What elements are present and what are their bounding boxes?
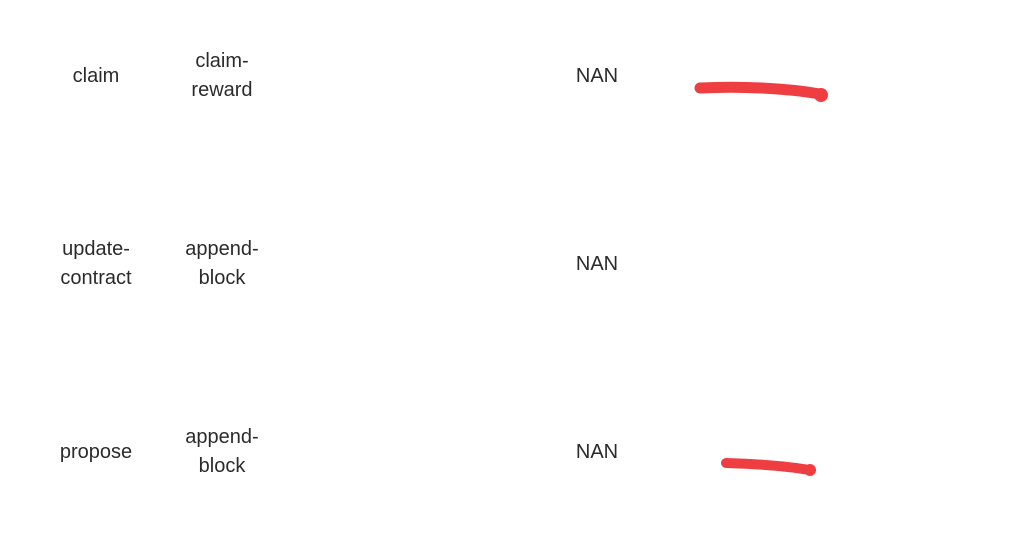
value-text: NAN <box>575 252 619 275</box>
action-text: claim <box>72 64 120 87</box>
type-text: reward <box>191 79 253 101</box>
table-row: update- contract append- block NAN <box>0 214 1024 314</box>
value-text: NAN <box>575 440 619 463</box>
value-cell: NAN <box>540 214 654 314</box>
type-text: claim- <box>195 50 249 72</box>
table-row: propose append- block NAN <box>0 402 1024 502</box>
redaction-mark <box>694 81 828 102</box>
type-text: block <box>198 267 246 289</box>
action-cell: propose <box>36 402 156 502</box>
type-cell: claim- reward <box>162 26 282 126</box>
action-cell: claim <box>36 26 156 126</box>
type-text: block <box>198 455 246 477</box>
type-text: append- <box>185 426 259 448</box>
type-cell: append- block <box>162 402 282 502</box>
redaction-mark <box>721 458 816 476</box>
action-text: update- <box>62 238 130 260</box>
action-cell: update- contract <box>36 214 156 314</box>
type-text: append- <box>185 238 259 260</box>
value-cell: NAN <box>540 402 654 502</box>
type-cell: append- block <box>162 214 282 314</box>
action-text: contract <box>60 267 132 289</box>
value-cell: NAN <box>540 26 654 126</box>
value-text: NAN <box>575 64 619 87</box>
table-row: claim claim- reward NAN <box>0 26 1024 126</box>
action-text: propose <box>59 440 133 463</box>
